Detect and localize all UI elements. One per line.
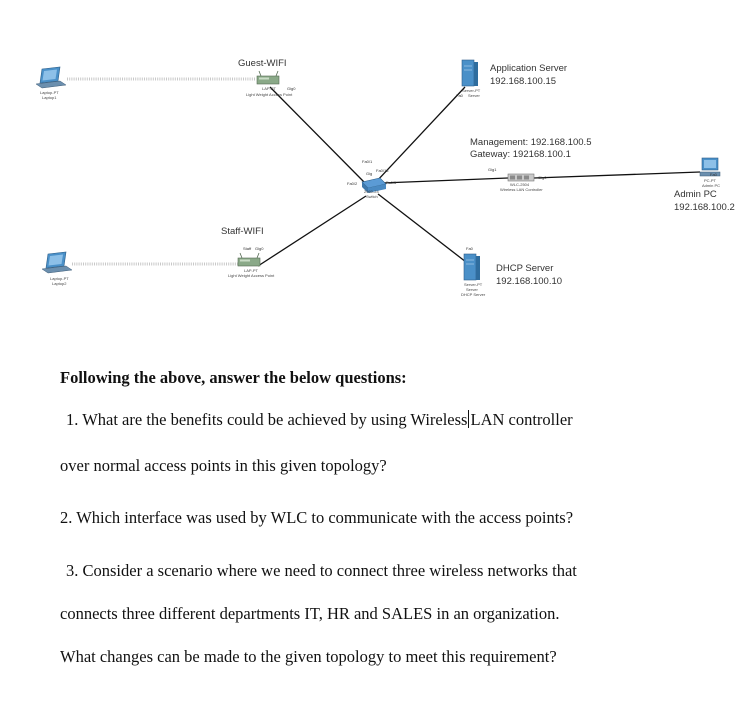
- guest-ap-model: LAP-PT: [262, 86, 277, 91]
- switch-model: 2960-24: [364, 189, 379, 194]
- admin-pc-name: Admin PC: [674, 189, 717, 200]
- network-topology-diagram: [35, 59, 721, 281]
- question-1-line-1: 1. What are the benefits could be achiev…: [66, 410, 573, 430]
- laptop-1-icon: [35, 66, 67, 89]
- admin-pc-model: PC-PT: [704, 178, 716, 183]
- wlc-port-gig0: Gig0: [538, 175, 547, 180]
- laptop-1-model: Laptop-PT: [40, 90, 59, 95]
- access-point-guest-icon: [256, 70, 280, 85]
- switch-icon: [361, 177, 387, 193]
- question-1-line-2: over normal access points in this given …: [60, 456, 387, 475]
- dhcp-server-sub2: DHCP Server: [461, 292, 486, 297]
- link-wlc-admin-pc: [533, 171, 701, 179]
- application-server-ip: 192.168.100.15: [490, 76, 557, 87]
- text-cursor: [468, 410, 470, 428]
- link-app-server-switch: [375, 86, 466, 183]
- access-point-staff-icon: [237, 252, 261, 267]
- staff-ap-port-prefix: Staff: [243, 246, 252, 251]
- admin-pc-icon: [699, 157, 721, 177]
- dhcp-server-port: Fa0: [466, 246, 473, 251]
- question-3-line-3: What changes can be made to the given to…: [60, 647, 557, 666]
- wlc-port-gig1: Gig1: [488, 167, 497, 172]
- staff-ap-name: Staff-WIFI: [221, 226, 264, 237]
- guest-ap-name: Guest-WIFI: [238, 58, 287, 69]
- wlc-gateway: Gateway: 192168.100.1: [470, 149, 571, 160]
- guest-ap-port: Gig0: [287, 86, 296, 91]
- questions-heading: Following the above, answer the below qu…: [60, 368, 407, 387]
- application-server-sub: Server: [468, 93, 480, 98]
- laptop-2-name: Laptop2: [52, 281, 67, 286]
- admin-pc-port: Fa0: [710, 172, 717, 177]
- staff-ap-model: LAP-PT: [244, 268, 259, 273]
- wireless-lan-controller-icon: [507, 173, 535, 182]
- admin-pc-sub: Admin PC: [702, 183, 721, 188]
- question-1-line-1-part-b: LAN controller: [470, 410, 573, 429]
- switch-port-gig: Gig: [366, 171, 373, 176]
- dhcp-server-icon: [463, 253, 480, 281]
- switch-port-fa05: Fa0/5: [386, 180, 397, 185]
- admin-pc-ip: 192.168.100.2: [674, 202, 735, 213]
- question-2: 2. Which interface was used by WLC to co…: [60, 508, 574, 527]
- staff-ap-port: Gig0: [255, 246, 264, 251]
- dhcp-server-sub: Server: [466, 287, 478, 292]
- link-guest-switch: [269, 86, 367, 185]
- laptop-2-model: Laptop-PT: [50, 276, 69, 281]
- staff-ap-type: Light Weight Access Point: [228, 273, 275, 278]
- question-3-line-1: 3. Consider a scenario where we need to …: [66, 561, 577, 580]
- laptop-1-name: Laptop1: [42, 95, 57, 100]
- switch-port-fa016: Fa0/16: [376, 168, 389, 173]
- question-3-line-2: connects three different departments IT,…: [60, 604, 560, 623]
- application-server-icon: [461, 59, 478, 87]
- link-switch-wlc: [381, 177, 509, 184]
- application-server-model: Server-PT: [462, 88, 481, 93]
- laptop-2-icon: [41, 251, 73, 274]
- dhcp-server-model: Server-PT: [464, 282, 483, 287]
- switch-port-fa02: Fa0/2: [347, 181, 358, 186]
- application-server-name: Application Server: [490, 63, 568, 74]
- switch-port-fa01: Fa0/1: [362, 159, 373, 164]
- dhcp-server-name: DHCP Server: [496, 263, 554, 274]
- switch-name: Switch: [366, 194, 378, 199]
- link-staff-switch: [257, 195, 367, 267]
- dhcp-server-ip: 192.168.100.10: [496, 276, 563, 287]
- wlc-type: Wireless LAN Controller: [500, 187, 543, 192]
- wlc-management-ip: Management: 192.168.100.5: [470, 137, 592, 148]
- question-1-line-1-part-a: 1. What are the benefits could be achiev…: [66, 410, 468, 429]
- wlc-model: WLC-2504: [510, 182, 530, 187]
- application-server-port: Fa0: [456, 93, 463, 98]
- link-dhcp-server-switch: [377, 193, 467, 263]
- guest-ap-type: Light Weight Access Point: [246, 92, 293, 97]
